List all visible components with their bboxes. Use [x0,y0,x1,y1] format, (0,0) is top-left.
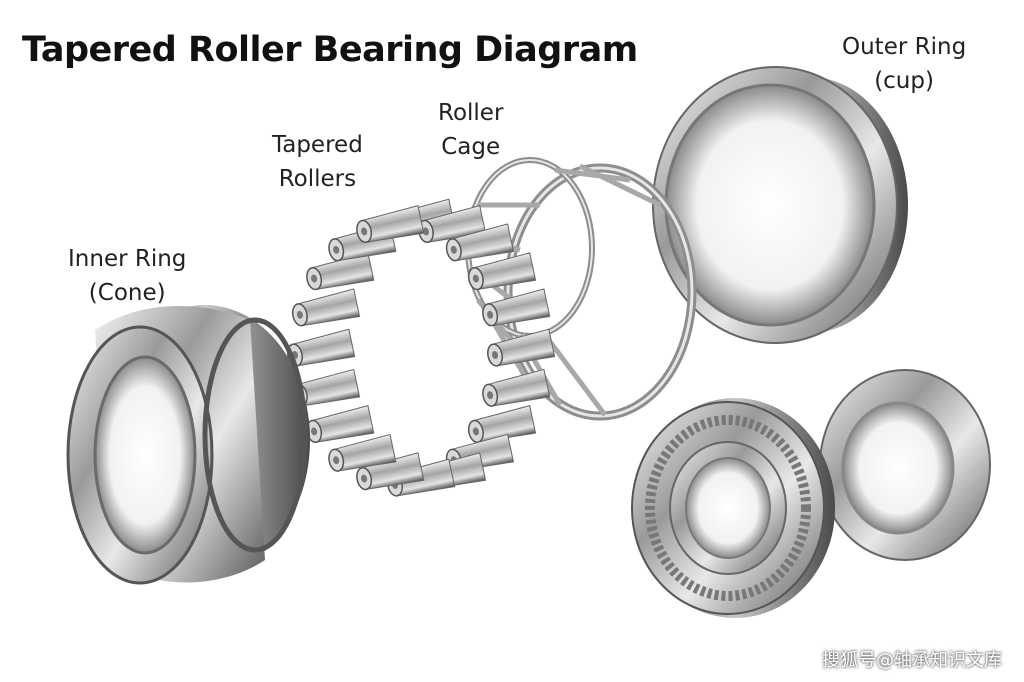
tapered-roller [417,205,487,244]
label-outer-ring-line1: Outer Ring [842,34,967,60]
label-inner-ring-line1: Inner Ring [68,246,187,272]
label-roller-cage-line2: Cage [441,134,501,160]
label-tapered-rollers: Tapered Rollers [272,128,363,196]
label-tapered-rollers-line2: Rollers [278,166,357,192]
label-outer-ring: Outer Ring (cup) [842,30,966,98]
assembled-bearing-part [631,369,991,618]
label-inner-ring-line2: (Cone) [88,280,166,306]
inner-ring-part [66,305,310,585]
tapered-roller [287,328,356,367]
label-outer-ring-line2: (cup) [874,68,934,94]
roller-cage-part [465,157,697,421]
tapered-roller [482,288,551,327]
tapered-roller [487,328,556,367]
tapered-roller [482,368,551,407]
tapered-roller [445,223,515,262]
watermark-text: 搜狐号@轴承知识文库 [822,650,1002,671]
tapered-roller [291,288,361,327]
diagram-title: Tapered Roller Bearing Diagram [22,30,638,70]
tapered-roller [306,405,375,444]
label-inner-ring: Inner Ring (Cone) [68,242,186,310]
outer-ring-part [652,66,908,344]
tapered-roller [467,252,537,291]
tapered-roller [356,452,425,491]
tapered-roller [467,405,537,444]
label-roller-cage: Roller Cage [438,96,503,164]
label-roller-cage-line1: Roller [438,100,504,126]
tapered-roller [328,433,397,472]
tapered-roller [356,205,425,244]
label-tapered-rollers-line1: Tapered [272,132,363,158]
